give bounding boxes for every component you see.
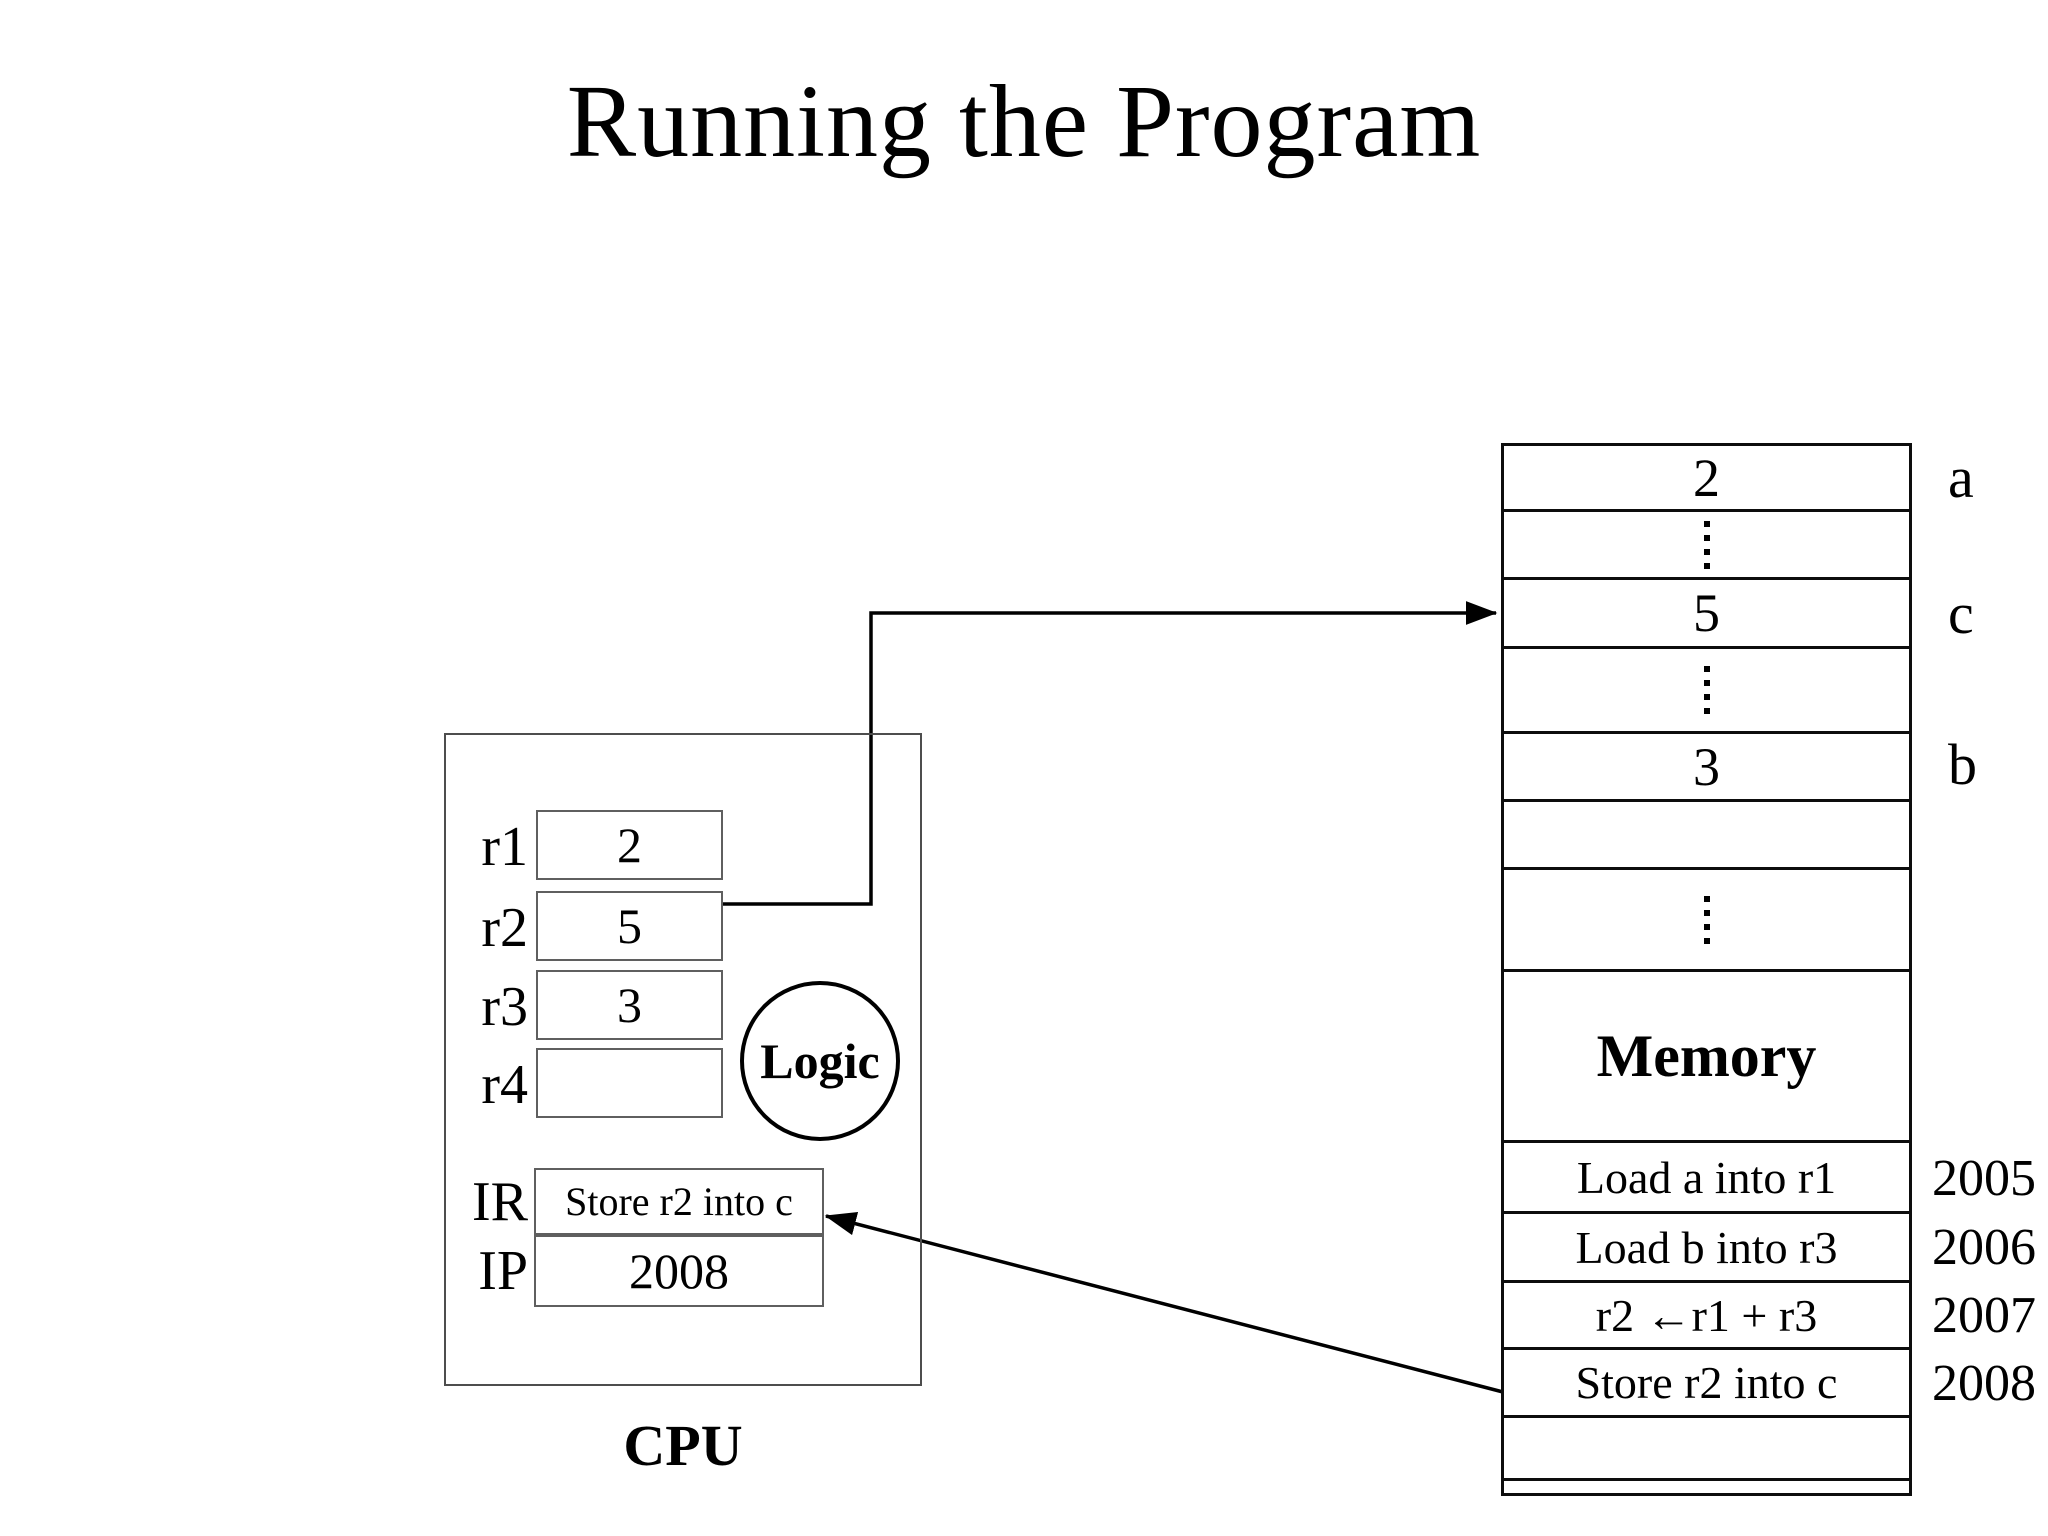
variable-label-b: b: [1948, 732, 1977, 797]
ir-label: IR: [472, 1170, 528, 1233]
register-box-r3: 3: [536, 970, 723, 1040]
register-row-r2: r2 5: [446, 891, 726, 961]
register-row-r1: r1 2: [446, 810, 726, 880]
vertical-ellipsis-icon: [1703, 520, 1710, 569]
memory-cell-empty: [1504, 1481, 1909, 1493]
instruction-text: Load b into r3: [1575, 1221, 1838, 1273]
memory-caption: Memory: [1596, 1022, 1817, 1089]
memory-caption-cell: Memory: [1504, 972, 1909, 1143]
register-row-r3: r3 3: [446, 970, 726, 1040]
logic-unit-circle: Logic: [740, 981, 900, 1141]
instruction-text: Load a into r1: [1576, 1151, 1837, 1203]
memory-instruction-2008: Store r2 into c: [1504, 1350, 1909, 1418]
address-label-2005: 2005: [1932, 1150, 2036, 1207]
cpu-box: r1 2 r2 5 r3 3 r4 Logic IR Store r2 into…: [444, 733, 922, 1386]
memory-instruction-2006: Load b into r3: [1504, 1214, 1909, 1283]
vertical-ellipsis-icon: [1703, 666, 1710, 714]
memory-cell-ellipsis: [1504, 512, 1909, 580]
vertical-ellipsis-icon: [1703, 895, 1710, 944]
register-box-r2: 5: [536, 891, 723, 961]
register-label-r3: r3: [481, 976, 528, 1038]
memory-cell-empty: [1504, 1418, 1909, 1481]
register-label-r4: r4: [481, 1054, 528, 1116]
register-box-r1: 2: [536, 810, 723, 880]
memory-cell-a: 2: [1504, 446, 1909, 512]
memory-cell-ellipsis: [1504, 870, 1909, 972]
memory-cell-ellipsis: [1504, 649, 1909, 734]
variable-label-a: a: [1948, 445, 1974, 510]
memory-instruction-2005: Load a into r1: [1504, 1143, 1909, 1214]
address-label-2007: 2007: [1932, 1287, 2036, 1344]
register-row-r4: r4: [446, 1048, 726, 1118]
memory-cell-c: 5: [1504, 580, 1909, 649]
cpu-caption: CPU: [623, 1413, 743, 1478]
variable-label-c: c: [1948, 581, 1974, 646]
memory-cell-b-value: 3: [1693, 736, 1720, 797]
instruction-pointer-row: IP 2008: [446, 1235, 826, 1307]
memory-cell-a-value: 2: [1693, 447, 1720, 508]
ip-value-box: 2008: [534, 1235, 824, 1307]
ip-label: IP: [478, 1240, 528, 1302]
address-label-2006: 2006: [1932, 1219, 2036, 1276]
register-label-r2: r2: [481, 897, 528, 959]
memory-to-ir-arrow: [824, 1212, 1504, 1394]
memory-cell-c-value: 5: [1693, 583, 1720, 643]
logic-unit-label: Logic: [760, 1033, 880, 1089]
slide-title: Running the Program: [566, 64, 1482, 179]
memory-cell-empty: [1504, 802, 1909, 870]
memory-table: 2 5 3 Memory Load a into r1 Load b into …: [1501, 443, 1912, 1496]
register-label-r1: r1: [481, 816, 528, 878]
register-box-r4: [536, 1048, 723, 1118]
memory-instruction-2007: r2 ←r1 + r3: [1504, 1283, 1909, 1350]
instruction-text: r2 ←r1 + r3: [1595, 1289, 1818, 1341]
address-label-2008: 2008: [1932, 1355, 2036, 1412]
memory-cell-b: 3: [1504, 734, 1909, 802]
ir-value-box: Store r2 into c: [534, 1168, 824, 1235]
instruction-register-row: IR Store r2 into c: [446, 1168, 826, 1235]
instruction-text: Store r2 into c: [1575, 1357, 1838, 1408]
